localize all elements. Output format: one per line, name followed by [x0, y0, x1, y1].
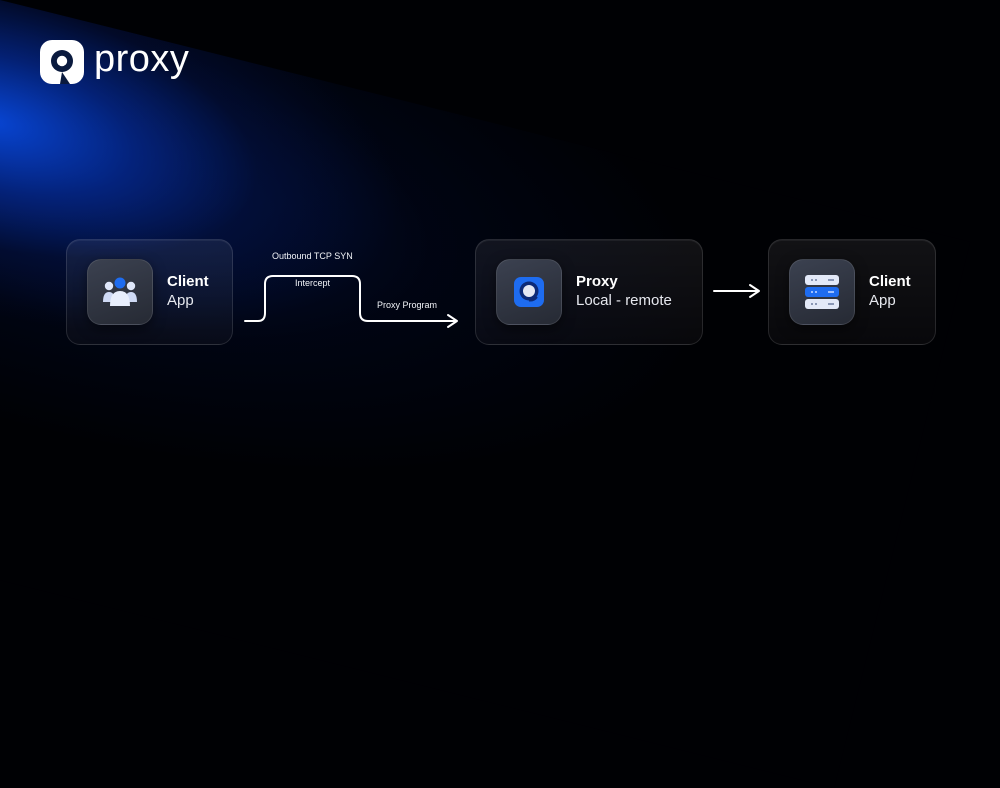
node-destination-app: Client App — [768, 239, 936, 345]
node-title: Client — [167, 273, 209, 291]
edge-label-outbound: Outbound TCP SYN — [272, 251, 353, 261]
brand-name: proxy — [94, 38, 190, 80]
edge-label-proxy-program: Proxy Program — [377, 300, 438, 310]
node-subtitle: Local - remote — [576, 292, 672, 309]
proxy-logo-icon — [40, 40, 84, 84]
flow-connectors — [244, 275, 760, 328]
right-arrow-icon — [713, 284, 760, 298]
users-group-icon — [103, 277, 137, 306]
node-title: Client — [869, 273, 911, 291]
server-stack-icon — [805, 275, 839, 309]
intercept-path-arrow — [244, 275, 457, 322]
client-icon-tile — [87, 259, 153, 325]
proxy-icon-tile — [496, 259, 562, 325]
brand-logo: proxy — [40, 40, 189, 84]
node-subtitle: App — [869, 292, 896, 309]
node-subtitle: App — [167, 292, 194, 309]
proxy-app-icon — [514, 277, 544, 307]
server-icon-tile — [789, 259, 855, 325]
node-title: Proxy — [576, 273, 618, 291]
edge-label-intercept: Intercept — [295, 278, 331, 288]
node-proxy: Proxy Local - remote — [475, 239, 703, 345]
node-client-app: Client App — [66, 239, 233, 345]
